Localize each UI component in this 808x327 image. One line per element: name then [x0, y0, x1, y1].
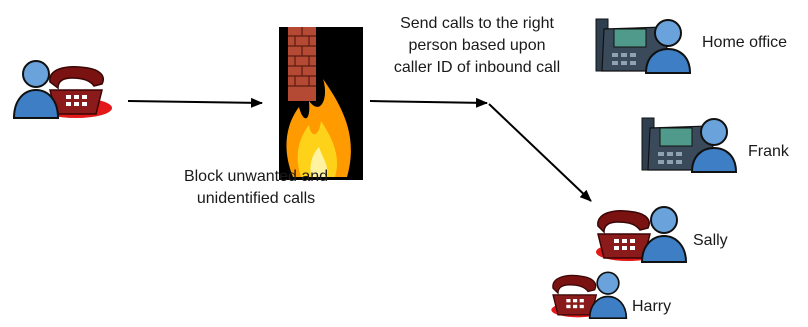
arrow-caller-to-firewall: [127, 97, 263, 108]
block-calls-label: Block unwanted and unidentified calls: [156, 166, 356, 210]
frank-person-desk-phone-icon: [641, 117, 738, 173]
route-label-line-1: Send calls to the right: [400, 15, 554, 32]
arrow-firewall-to-router: [369, 97, 488, 108]
route-label-line-2: person based upon: [408, 37, 546, 54]
route-calls-label: Send calls to the right person based upo…: [370, 13, 584, 79]
route-label-line-3: caller ID of inbound call: [393, 59, 561, 76]
home-office-person-desk-phone-icon: [595, 18, 692, 74]
firewall-flame-icon: [279, 27, 363, 180]
arrow-router-to-sally: [488, 103, 592, 202]
sally-person-red-phone-icon: [596, 206, 688, 263]
frank-label: Frank: [748, 143, 789, 160]
harry-label: Harry: [632, 298, 672, 315]
harry-person-red-phone-icon: [551, 271, 628, 319]
home-office-label: Home office: [702, 34, 788, 51]
sally-label: Sally: [693, 232, 728, 249]
caller-person-red-phone-icon: [12, 60, 112, 119]
block-label-line-2: unidentified calls: [196, 190, 316, 207]
block-label-line-1: Block unwanted and: [183, 168, 329, 185]
